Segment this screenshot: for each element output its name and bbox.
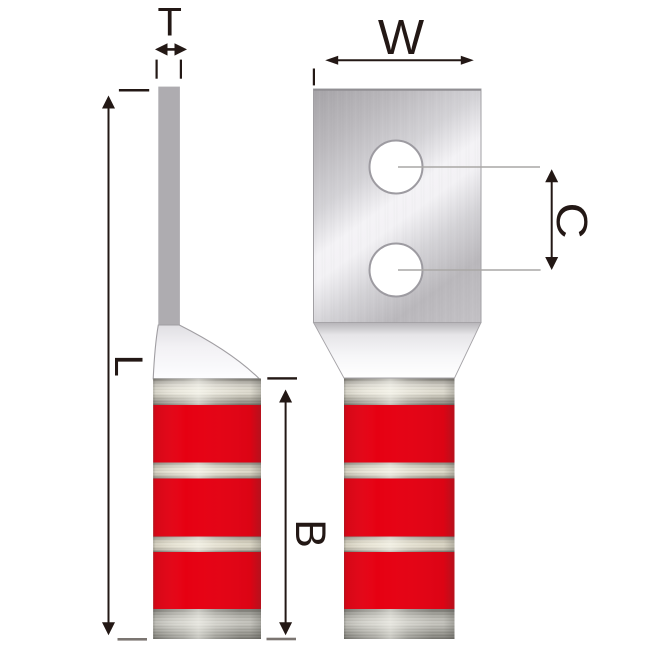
- svg-text:W: W: [378, 11, 425, 65]
- svg-text:T: T: [157, 1, 181, 45]
- svg-text:B: B: [286, 519, 334, 548]
- svg-text:C: C: [548, 202, 596, 238]
- svg-text:L: L: [106, 355, 150, 377]
